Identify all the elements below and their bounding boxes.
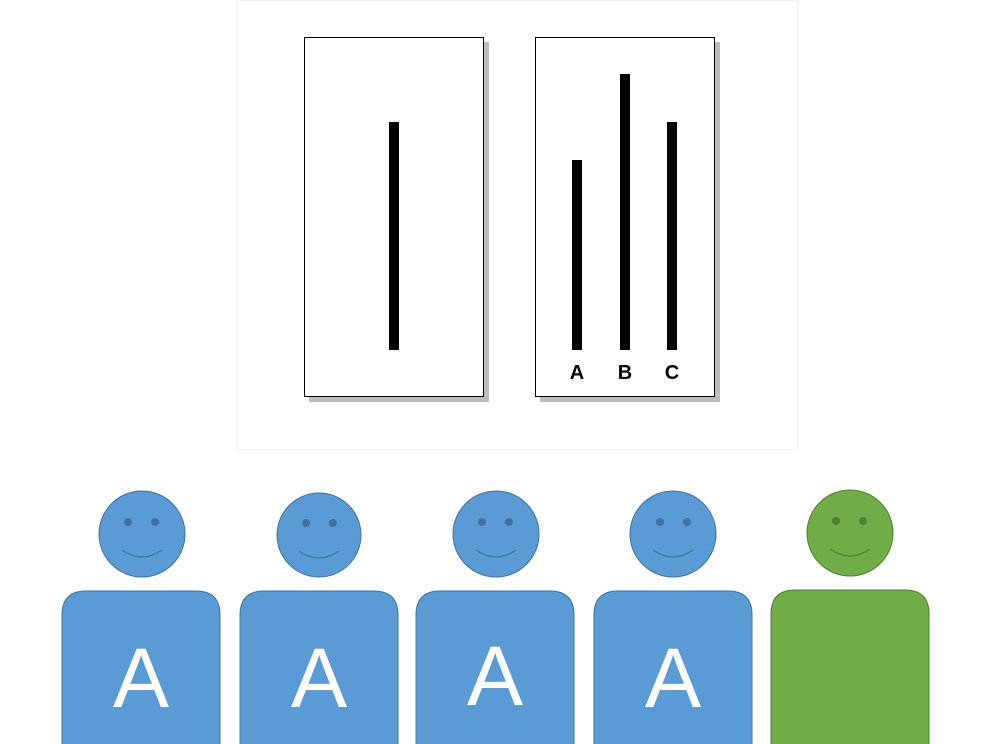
confederate-1: A [61, 490, 221, 744]
smile [475, 549, 517, 558]
confederate-2: A [239, 492, 399, 744]
shirt-letter: A [112, 631, 170, 725]
line-label-c: C [664, 362, 680, 384]
confederate-4: A [593, 490, 753, 744]
body [770, 589, 930, 744]
smile [121, 549, 163, 558]
comparison-line-c [667, 122, 677, 350]
smile [298, 550, 340, 559]
shirt-letter: A [466, 629, 524, 723]
shirt-letter: A [644, 631, 702, 725]
confederate-3: A [415, 490, 575, 744]
body [415, 590, 575, 744]
eye-right [683, 518, 691, 526]
body [593, 590, 753, 744]
body [61, 590, 221, 744]
line-cards-panel: A B C [236, 0, 798, 450]
head [98, 490, 186, 578]
head [276, 492, 362, 578]
eye-left [302, 519, 310, 527]
eye-right [151, 518, 159, 526]
smile [652, 549, 694, 558]
eye-left [832, 517, 840, 525]
line-label-a: A [569, 362, 585, 384]
head [629, 490, 717, 578]
body [239, 590, 399, 744]
line-label-b: B [617, 362, 633, 384]
eye-left [124, 518, 132, 526]
eye-right [859, 517, 867, 525]
smile [829, 548, 871, 557]
head [806, 489, 894, 577]
reference-line [389, 122, 399, 350]
eye-right [329, 519, 337, 527]
eye-left [656, 518, 664, 526]
shirt-letter: A [290, 631, 348, 725]
eye-left [478, 518, 486, 526]
comparison-line-a [572, 160, 582, 350]
head [452, 490, 540, 578]
comparison-card: A B C [535, 37, 715, 397]
comparison-line-b [620, 74, 630, 350]
reference-card [304, 37, 484, 397]
eye-right [505, 518, 513, 526]
naive-participant [770, 489, 930, 744]
